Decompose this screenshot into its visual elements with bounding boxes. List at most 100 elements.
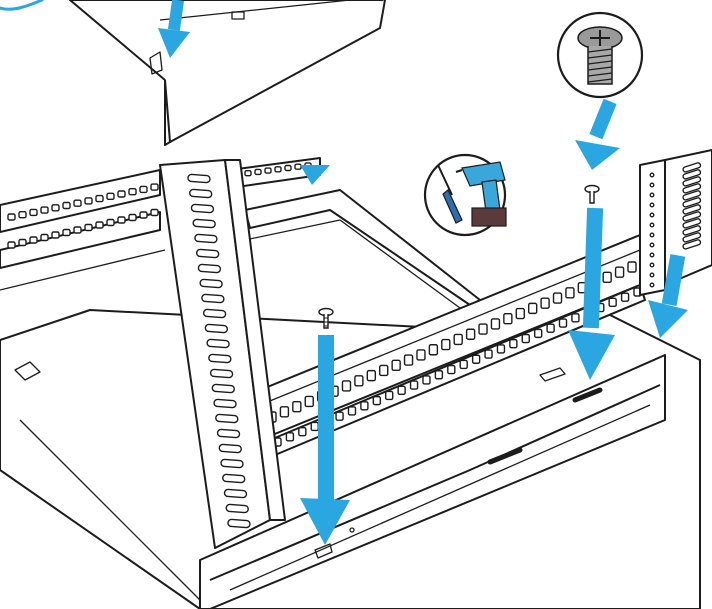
upright-slot [220, 458, 244, 469]
tool-callout [423, 153, 507, 237]
upright-slot [682, 183, 702, 194]
rail-hole [397, 385, 406, 395]
rail-hole [304, 395, 314, 408]
upright-hole [649, 182, 655, 188]
rail-hole [503, 313, 513, 325]
screw-right [584, 184, 600, 204]
upright-slot [682, 232, 702, 243]
rail-hole [602, 271, 612, 284]
upright-hole [649, 202, 655, 208]
rear-rail-hole [73, 226, 82, 234]
rail-hole [509, 339, 518, 349]
upright-hole [649, 252, 655, 258]
arrow-rear-top [300, 165, 330, 185]
upright-slot [194, 233, 218, 244]
rail-hole [360, 401, 369, 411]
upright-slot [682, 197, 702, 208]
upright-slot [227, 518, 251, 529]
upright-slot [682, 169, 702, 180]
upright-slot [213, 398, 237, 409]
rail-hole [279, 406, 290, 418]
upright-slot [211, 383, 235, 394]
rear-rail-hole [128, 187, 137, 196]
rail-hole [422, 375, 431, 385]
rail-hole [366, 369, 377, 382]
rear-rail-hole [84, 223, 93, 232]
screw-icon [577, 26, 623, 85]
rear-rail-hole [18, 238, 27, 247]
rail-hole [484, 349, 493, 359]
rear-rail-hole [128, 213, 137, 222]
upright-slot [218, 443, 242, 454]
rear-rail-hole [150, 183, 159, 191]
rail-hole [403, 354, 414, 366]
rail-hole [515, 307, 525, 320]
rail-hole [496, 344, 506, 354]
rail-hole [285, 432, 295, 442]
rear-rail-hole [294, 163, 302, 170]
left-upright [159, 159, 286, 549]
upright-slot [222, 473, 246, 484]
top-panel [0, 0, 386, 146]
upright-slot [190, 203, 215, 214]
upright-hole [649, 212, 655, 218]
upright-hole [649, 172, 655, 178]
rear-rail-hole [73, 199, 82, 207]
upright-slot [192, 218, 216, 229]
rail-hole [428, 344, 439, 356]
upright-hole [649, 232, 655, 238]
rail-hole [391, 359, 401, 371]
rail-hole [490, 318, 501, 330]
rear-rail-hole [95, 221, 104, 229]
rail-hole [347, 406, 357, 416]
rear-rail-hole [7, 241, 16, 249]
upright-slot [189, 188, 213, 199]
upright-slot [682, 190, 702, 201]
rail-hole [354, 375, 364, 387]
right-upright [639, 149, 712, 296]
rail-hole [620, 292, 630, 302]
upright-hole [649, 282, 655, 288]
rail-hole [434, 370, 444, 380]
rail-hole [527, 302, 538, 315]
upright-hole [649, 192, 655, 198]
rail-hole [385, 390, 394, 401]
rail-hole [478, 323, 488, 335]
rear-rail-hole [150, 208, 159, 217]
rail-hole [298, 426, 307, 437]
rail-hole [310, 421, 319, 432]
upright-hole [649, 262, 655, 268]
upright-hole [649, 222, 655, 228]
rear-rail-hole [139, 185, 148, 194]
upright-slot [187, 173, 211, 184]
rear-rail-hole [7, 213, 16, 221]
rear-rail-hole [84, 197, 93, 205]
rear-rail-hole [51, 204, 60, 212]
rail-hole [614, 266, 625, 278]
rail-hole [533, 328, 543, 339]
rear-rail-hole [264, 167, 272, 174]
power-drill-icon [455, 161, 507, 227]
upright-slot [202, 308, 227, 319]
rear-rail-hole [106, 192, 115, 201]
upright-slot [206, 338, 230, 349]
rail-hole [521, 333, 530, 344]
rail-hole [565, 287, 575, 299]
upright-hole [649, 272, 655, 278]
rail-hole [292, 400, 302, 413]
screwdriver-icon [437, 164, 463, 224]
upright-slot [682, 176, 702, 187]
rail-hole [379, 364, 389, 377]
rear-rail-hole [139, 211, 148, 219]
rear-rail-hole [51, 231, 60, 239]
rear-rail-hole [62, 228, 71, 237]
arrow-top-panel [158, 0, 190, 58]
rear-rail-hole [117, 190, 126, 198]
rear-rail-hole [95, 194, 104, 203]
rail-hole [546, 323, 555, 333]
rail-hole [540, 297, 550, 309]
rail-hole [465, 328, 476, 340]
rail-hole [372, 395, 382, 406]
upright-slot [195, 248, 220, 259]
